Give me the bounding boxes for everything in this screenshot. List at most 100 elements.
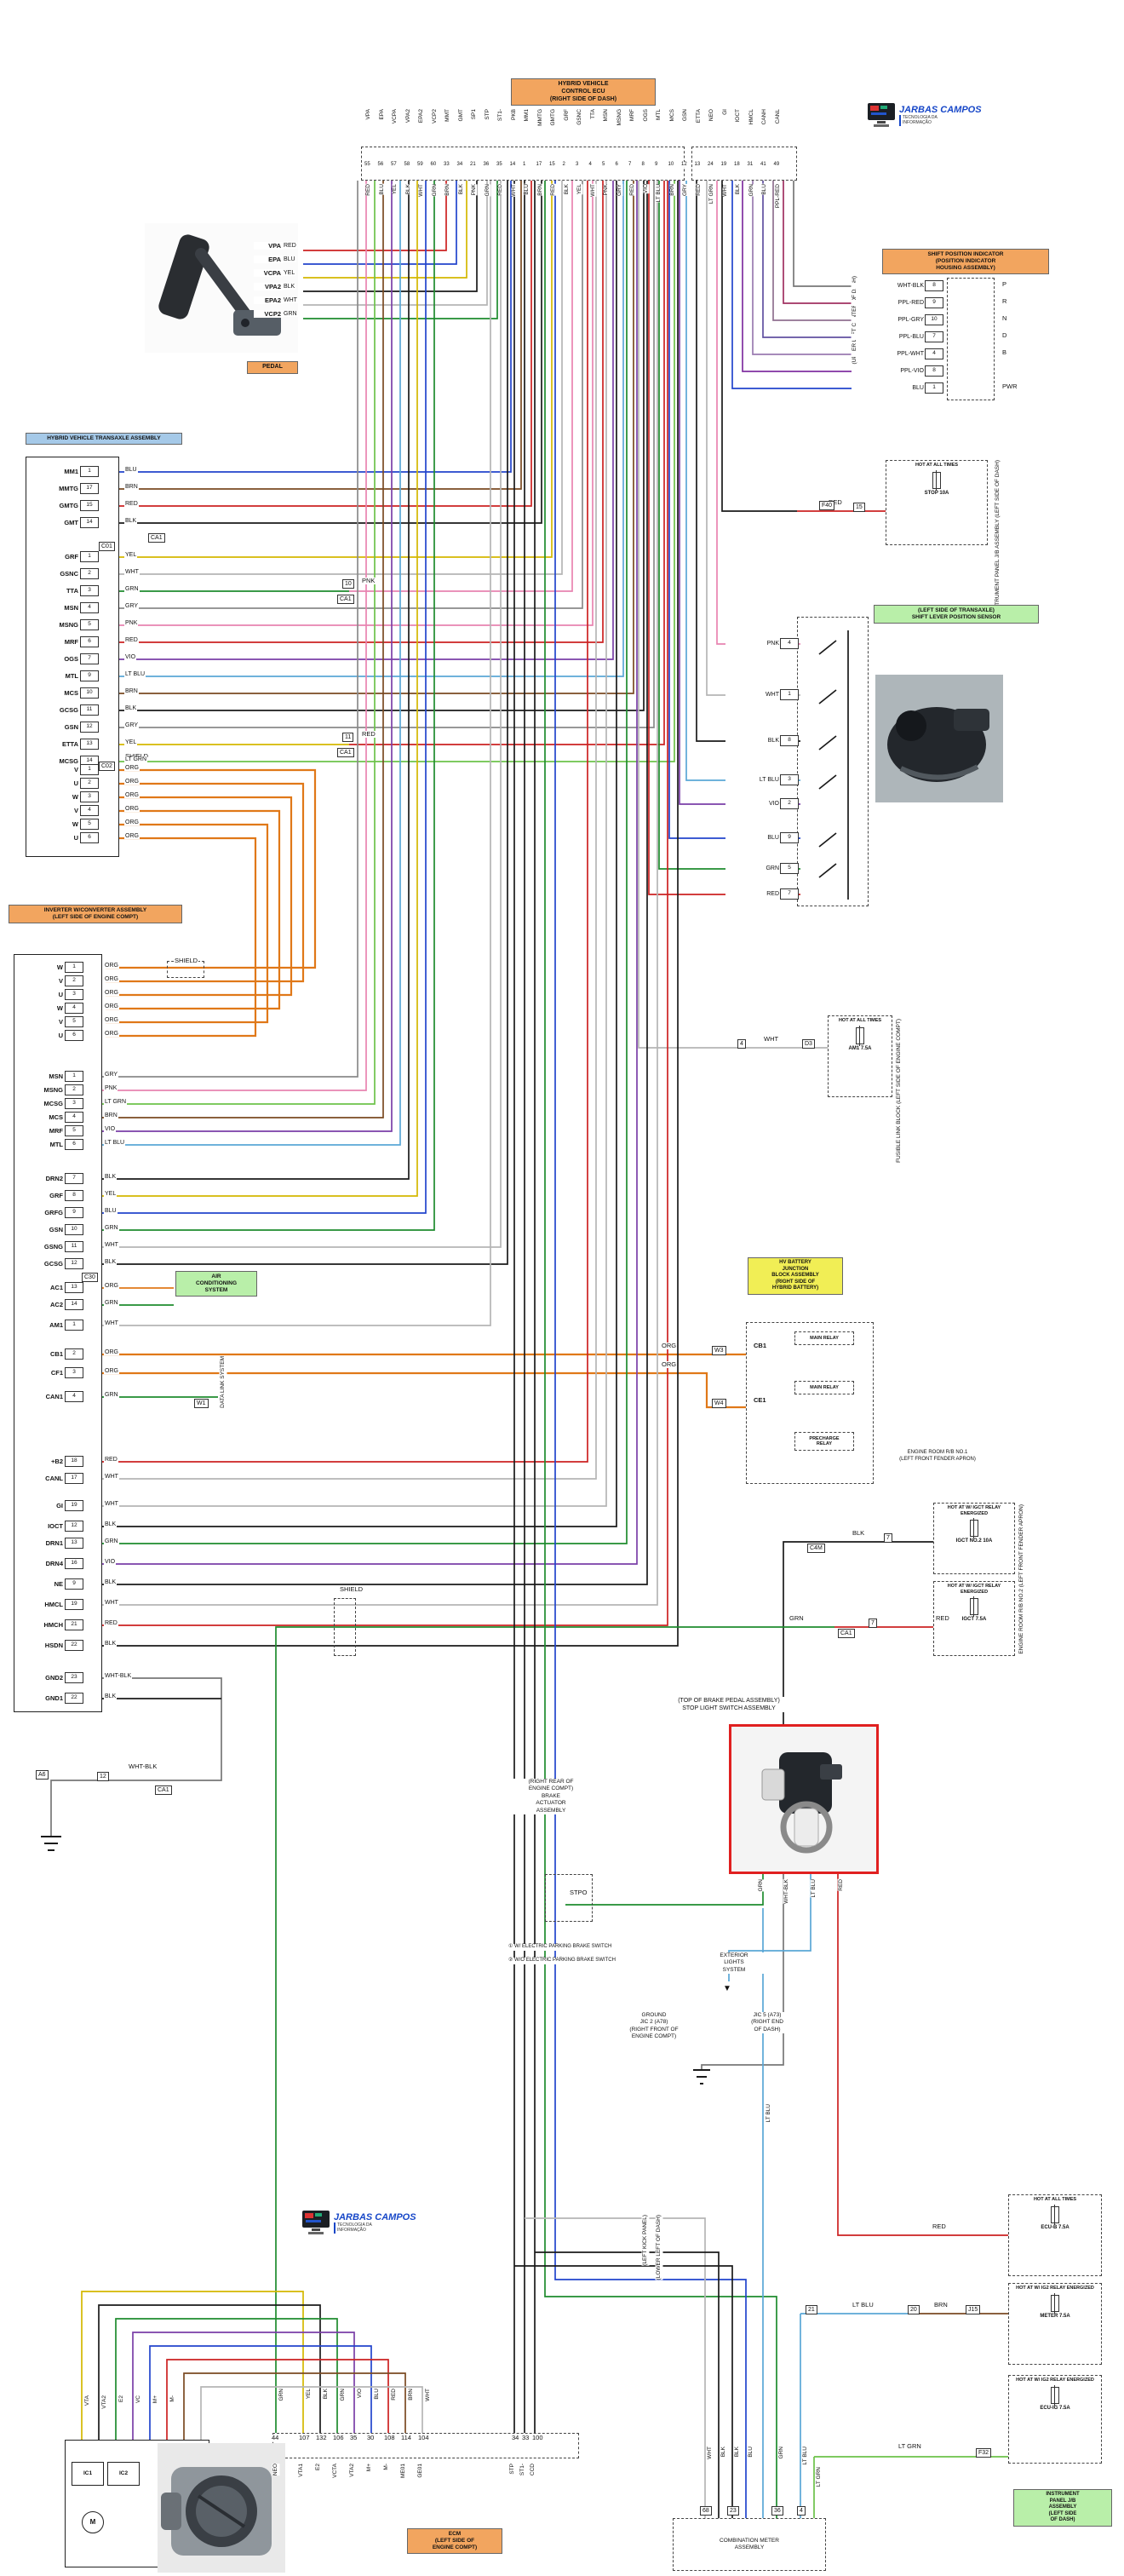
wire-color: GRN xyxy=(104,1300,119,1306)
wire-label: GRN xyxy=(789,1614,805,1622)
ecu-wire-color: BLK xyxy=(563,184,570,195)
wire-color: GRN xyxy=(104,1538,119,1544)
wire-label: GRN xyxy=(340,2389,347,2401)
wire-label: DATA LINK SYSTEM xyxy=(220,1356,227,1408)
pin-name: HSDN xyxy=(15,1642,65,1649)
wire-color: YEL xyxy=(104,1191,118,1197)
instrument-panel-jb-label: INSTRUMENT PANEL J/B ASSEMBLY (LEFT SIDE… xyxy=(1013,2489,1112,2527)
wire-wht xyxy=(525,2217,706,2518)
fuse-icon xyxy=(1051,2384,1059,2406)
connector-tag: 7 xyxy=(884,1533,892,1543)
wire-color: RED xyxy=(124,637,139,643)
fuse-name: IGCT 7.5A xyxy=(961,1617,987,1623)
wire-red xyxy=(303,181,447,251)
ecu-pin-name: CANL xyxy=(774,109,781,124)
stop-light-switch-photo xyxy=(731,1727,876,1872)
pin-number: 9 xyxy=(65,1578,83,1590)
pin-number: 17 xyxy=(80,483,99,494)
wire-vio xyxy=(102,181,638,1565)
wire-color: WHT-BLK xyxy=(104,1673,133,1679)
wire-color: BLU xyxy=(104,1208,118,1214)
wire-blk xyxy=(696,181,800,742)
ecu-pin-name: ETTA xyxy=(695,109,702,124)
ecu-pin-name: IOCT xyxy=(735,109,742,123)
wire-blk xyxy=(818,689,837,704)
wire-label: BLK xyxy=(734,2447,742,2458)
precharge-relay: PRECHARGE RELAY xyxy=(794,1432,854,1451)
ecu-wire-color: WHT xyxy=(721,184,728,197)
pin-number: 5 xyxy=(65,1125,83,1136)
wire-label: CB1 xyxy=(753,1342,768,1349)
pin-number: 3 xyxy=(80,585,99,596)
pin-name: NE xyxy=(15,1580,65,1588)
pin-name: GRFG xyxy=(15,1209,65,1216)
wire-color: PNK xyxy=(124,620,139,626)
pin-name: MSN xyxy=(15,1072,65,1080)
wire-color: LT BLU xyxy=(725,777,780,783)
wire-wht xyxy=(638,181,828,1049)
wire-label: VTA xyxy=(84,2395,92,2406)
ecu-pin-name: VPA2 xyxy=(404,109,411,124)
pin-number: 4 xyxy=(65,1003,83,1014)
pin-number: 4 xyxy=(80,805,99,816)
wire-blk xyxy=(303,181,478,292)
ecu-pin-name: MRF xyxy=(629,109,636,122)
ecu-wire-color: GRN xyxy=(431,184,438,197)
pin-number: 3 xyxy=(65,1367,83,1378)
ecu-pin-number: 35 xyxy=(496,162,502,167)
pin-number: 8 xyxy=(780,735,799,746)
shift-sensor-label: (LEFT SIDE OF TRANSAXLE) SHIFT LEVER POS… xyxy=(874,605,1039,624)
wire-grn xyxy=(303,181,498,319)
connector-tag: 4 xyxy=(797,2506,806,2516)
wire-ppl-blu xyxy=(762,181,886,338)
wire-label: BLU xyxy=(374,2389,381,2400)
pin-name: OGS xyxy=(27,655,80,663)
wire-color: ORG xyxy=(124,819,140,825)
wire-grn xyxy=(658,181,800,870)
wire-blk xyxy=(818,735,837,750)
wire-color: ORG xyxy=(104,963,119,969)
wire-ppl-wht xyxy=(752,181,886,355)
pin-name: HMCH xyxy=(15,1621,65,1629)
pin-number: 12 xyxy=(65,1258,83,1269)
pin-name: EPA xyxy=(254,256,283,263)
connector-tag: 68 xyxy=(700,2506,712,2516)
wire-label: LT GRN xyxy=(816,2467,823,2487)
exterior-lights-caption: EXTERIOR LIGHTS SYSTEM xyxy=(691,1952,777,1975)
ecu-wire-color: GRY xyxy=(616,184,622,196)
fuse-icon xyxy=(1051,2204,1059,2225)
fuse-hot-label: HOT AT W/ IGCT RELAY ENERGIZED xyxy=(947,1505,1001,1516)
fuse-icon xyxy=(970,1596,978,1618)
wire-label: BLK xyxy=(852,1529,866,1537)
throttle-body-photo xyxy=(158,2443,285,2573)
pin-name: MSN xyxy=(27,604,80,612)
ecu-pin-number: 14 xyxy=(509,162,516,167)
pin-name: AM1 xyxy=(15,1321,65,1329)
wire-brn xyxy=(102,181,384,1118)
pin-name: GND2 xyxy=(15,1674,65,1682)
wire-label: PWR xyxy=(1001,382,1018,390)
jic5-caption: JIC 5 (A73) (RIGHT END OF DASH) xyxy=(727,2012,807,2034)
pin-name: GCSG xyxy=(15,1260,65,1268)
wire-ppl-vio xyxy=(742,181,886,372)
ecu-pin-number: 31 xyxy=(747,162,754,167)
ecu-pin-number: 10 xyxy=(668,162,674,167)
shift-sensor-photo xyxy=(875,675,1003,802)
connector-tag: W4 xyxy=(712,1399,726,1408)
shift-indicator-label: SHIFT POSITION INDICATOR (POSITION INDIC… xyxy=(882,249,1049,275)
fuse-name: ECU-B 7.5A xyxy=(1041,2224,1070,2230)
fuse-icon xyxy=(1051,2292,1059,2314)
ecu-wire-color: GRY xyxy=(682,184,689,196)
